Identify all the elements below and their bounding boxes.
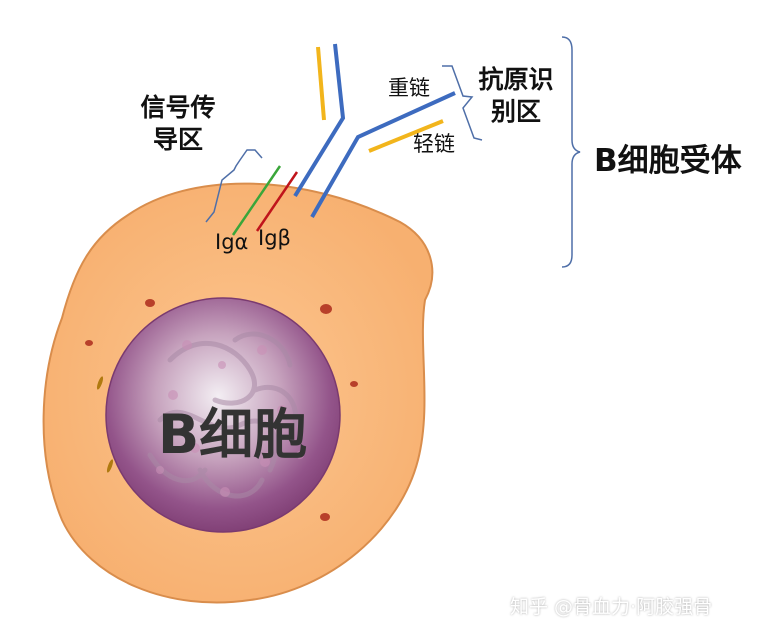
- watermark: 知乎 @骨血力·阿胶强骨: [510, 596, 713, 618]
- b-cell-receptor-label: B细胞受体: [594, 143, 742, 179]
- b-cell-label: B细胞: [158, 403, 308, 466]
- nucleolus-dots: [156, 340, 304, 497]
- signal-region-label: 信号传 导区: [138, 92, 218, 156]
- ig-alpha-label: Igα: [215, 230, 249, 254]
- heavy-chain-label: 重链: [388, 76, 430, 100]
- heavy-chain-right: [310, 91, 456, 218]
- light-chain-right: [368, 119, 444, 153]
- signal-region-line1: 信号传: [140, 93, 216, 122]
- ig-beta-label: Igβ: [258, 226, 291, 250]
- antigen-region-line1: 抗原识: [478, 65, 554, 94]
- antigen-region-line2: 别区: [490, 97, 541, 126]
- antigen-region-label: 抗原识 别区: [474, 64, 558, 128]
- light-chain-left: [316, 46, 326, 121]
- antigen-region-bracket: [442, 65, 483, 141]
- signal-region-line2: 导区: [152, 125, 203, 154]
- light-chain-label: 轻链: [413, 132, 455, 156]
- ig-beta-chain: [255, 171, 299, 232]
- chromatin-strands: [147, 331, 299, 499]
- organelles: [85, 299, 358, 521]
- heavy-chain-left: [293, 43, 346, 198]
- signal-region-bracket: [205, 149, 263, 223]
- b-cell-receptor-bracket: [561, 36, 581, 268]
- ig-alpha-chain: [231, 165, 282, 236]
